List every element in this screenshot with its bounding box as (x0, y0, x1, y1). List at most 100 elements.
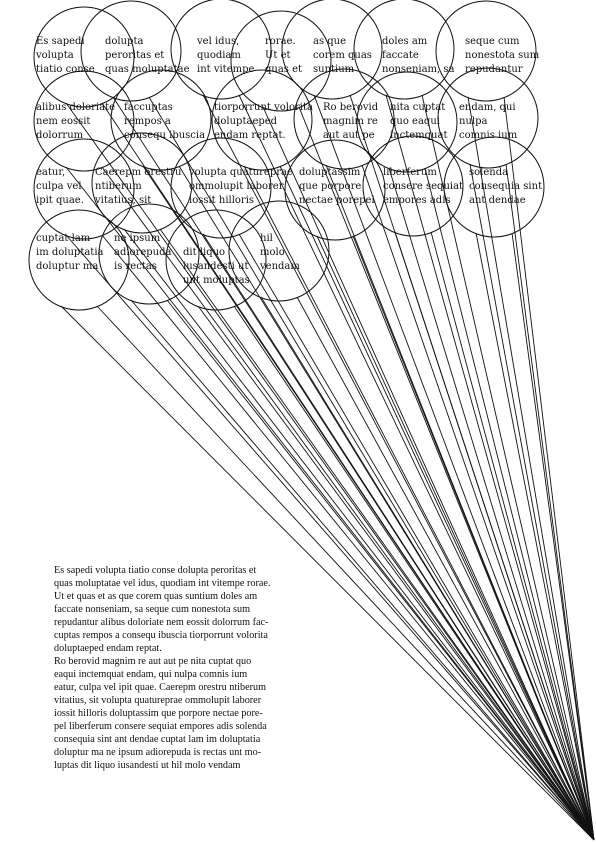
bubble-label-line: iusandesti ut (183, 261, 248, 272)
bubble-label-line: ne ipsum (114, 233, 161, 244)
connector-line (202, 233, 595, 841)
body-text-line: doluptur ma ne ipsum adiorepuda is recta… (54, 747, 262, 758)
bubble-label-line: doluptassim (299, 167, 361, 178)
bubble-label-line: endam, qui (459, 102, 516, 113)
bubble-circle (211, 69, 313, 171)
bubble-label-line: faccate (382, 50, 419, 61)
connector-line (503, 96, 595, 841)
bubble-label-line: Ut et (265, 50, 291, 61)
bubble-label-line: Caerepm orestru (95, 167, 182, 178)
bubble-circle (230, 10, 332, 112)
bubble-label-line: endam reptat. (214, 130, 286, 141)
connector-line (475, 232, 595, 841)
bubble-label-line: doluptur ma (36, 261, 98, 272)
body-text-line: faccate nonseniam, sa seque cum nonestot… (54, 604, 251, 615)
bubble-label-line: comnis ium (459, 130, 518, 141)
bubble-label-line: suntium (313, 64, 355, 75)
bubble-label-line: ommolupit laborer (189, 181, 284, 192)
body-text-line: Ut et quas et as que corem quas suntium … (54, 591, 258, 602)
bubble-label-line: iossit hilloris (189, 195, 254, 206)
bubble-circle (362, 135, 464, 237)
body-text-line: eaqui inctemquat endam, qui nulpa comnis… (54, 669, 248, 680)
bubble-label-line: faccuptas (124, 102, 173, 113)
bubble-label-line: consere sequiat (383, 181, 463, 192)
body-paragraph: Es sapedi volupta tiatio conse dolupta p… (54, 564, 316, 772)
connector-line (96, 305, 595, 841)
bubble-label-line: vel idus, (196, 36, 239, 47)
bubble-label-line: vitatius, sit (94, 195, 151, 206)
bubble-label-line: seque cum (465, 36, 520, 47)
bubble-label-line: quas moluptatae (105, 64, 190, 75)
bubble-label-line: hil (260, 233, 273, 244)
bubble-label-line: corem quas (313, 50, 372, 61)
bubble-label-line: consequia sint (469, 181, 542, 192)
bubble-circle (110, 69, 212, 171)
bubble-label-line: alibus doloriate (36, 102, 115, 113)
bubble-label-line: culpa vel (36, 181, 82, 192)
connector-line (166, 299, 595, 841)
bubble-label-line: volupta (35, 50, 74, 61)
bubble-circle (33, 138, 135, 240)
connector-line (467, 96, 595, 841)
connector-line (202, 94, 595, 841)
bubble-label-line: unt moluptas (183, 275, 250, 286)
connector-line (352, 235, 595, 841)
connector-line (505, 163, 595, 841)
connector-line (159, 228, 595, 841)
bubble-label-line: dolorrum (36, 130, 84, 141)
body-text-line: iossit hilloris doluptassim que porpore … (54, 708, 263, 719)
connector-line (101, 166, 595, 841)
connector-line (197, 305, 595, 841)
body-text-line: vitatius, sit volupta quatureprae ommolu… (54, 695, 262, 706)
connector-line (394, 231, 595, 841)
connector-line (296, 296, 595, 841)
connector-line (430, 231, 595, 841)
bubble-circle (80, 0, 182, 102)
connector-line (424, 167, 595, 841)
bubble-label-line: quo eaqui (390, 116, 440, 127)
connector-line (130, 299, 595, 841)
bubble-label-line: cuptat lam (36, 233, 91, 244)
bubble-circle (293, 68, 395, 170)
bubble-circle (437, 67, 539, 169)
bubble-label-line: adiorepuda (114, 247, 172, 258)
bubble-label-line: doluptaeped (214, 116, 278, 127)
bubble-circle (170, 0, 272, 100)
connector-line (65, 166, 595, 841)
bubble-label-line: quas et (265, 64, 302, 75)
body-text-line: Es sapedi volupta tiatio conse dolupta p… (54, 565, 257, 576)
bubble-circle (435, 0, 537, 102)
bubble-label-line: volupta quatureprae (188, 167, 293, 178)
connector-line (233, 305, 595, 841)
bubble-label-line: aut aut pe (323, 130, 375, 141)
bubble-circle (170, 137, 272, 239)
connector-line (279, 165, 595, 841)
connector-line (148, 96, 595, 841)
bubble-label-line: im doluptatia (36, 247, 104, 258)
bubble-circle (98, 203, 200, 305)
bubble-label-line: consequ ibuscia (124, 130, 205, 141)
bubble-circle (281, 0, 383, 100)
bubble-label-line: tiatio conse (36, 64, 95, 75)
bubble-label-line: nonestota sum (465, 50, 540, 61)
bubble-label-line: vendam (259, 261, 300, 272)
connector-line (65, 102, 595, 841)
bubble-label-line: is rectas (114, 261, 157, 272)
bubble-circle (28, 209, 130, 311)
bubble-label-line: Es sapedi (36, 36, 85, 47)
connector-line (313, 94, 595, 841)
body-text-line: consequia sint ant dendae cuptat lam im … (54, 734, 261, 745)
body-text-line: cuptas rempos a consequ ibuscia tiorporr… (54, 630, 268, 641)
bubble-label-line: ntiberum (95, 181, 142, 192)
bubble-circle (91, 132, 193, 234)
bubble-label-line: molo (260, 247, 285, 258)
bubble-label-line: dit liquo (183, 247, 225, 258)
connector-line (511, 232, 595, 841)
bubble-label-line: empores adis (383, 195, 451, 206)
bubble-label-line: nem eossit (36, 116, 90, 127)
bubble-circle (284, 139, 386, 241)
bubble-label-line: nectae porepel (299, 195, 375, 206)
bubble-label-line: dolupta (105, 36, 143, 47)
bubble-circle (165, 209, 267, 311)
bubble-label-line: nonseniam, sa (382, 64, 455, 75)
